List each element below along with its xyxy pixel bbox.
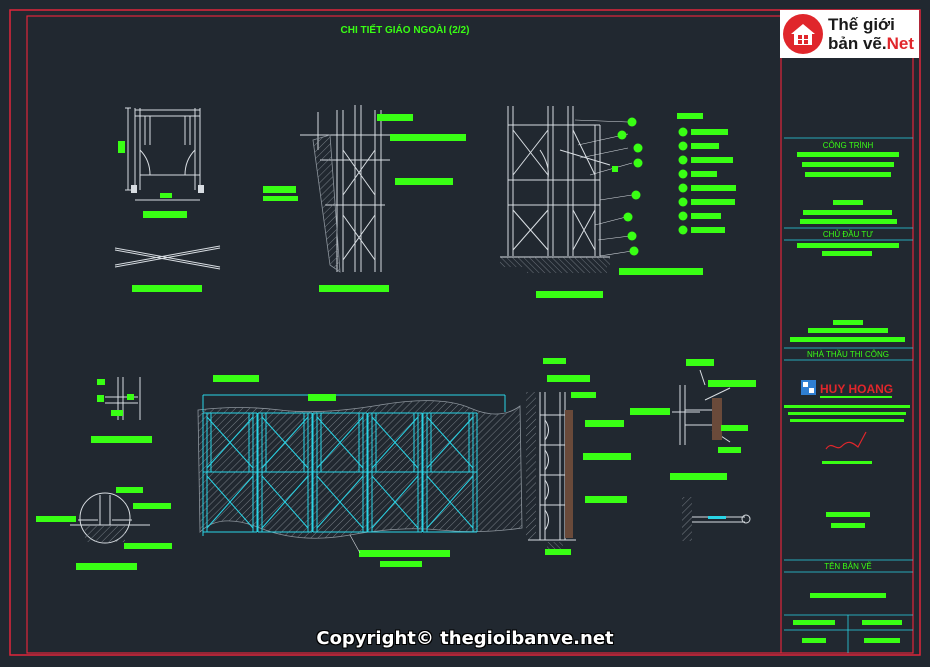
drawing-name-label: TÊN BẢN VẼ [824, 562, 872, 571]
outer-border [9, 9, 921, 656]
net-section [526, 392, 536, 540]
ground-hatch-2 [527, 267, 607, 273]
project-label: CÔNG TRÌNH [823, 141, 874, 150]
base-hatch [85, 526, 125, 542]
scaffold-frames-elevation [202, 412, 478, 536]
detail-side-elevation [300, 105, 390, 272]
logo-line-2-suffix: Net [886, 34, 914, 53]
safety-net-elevation [197, 400, 523, 539]
signature [822, 431, 872, 464]
detail-base-plate [70, 492, 150, 544]
ground-hatch [500, 257, 610, 267]
inner-border [26, 15, 914, 654]
contractor-label: NHÀ THẦU THI CÔNG [807, 349, 889, 359]
copyright-watermark: Copyright© thegioibanve.net [316, 628, 614, 649]
contractor-name: HUY HOANG [820, 382, 893, 396]
wall-section [565, 410, 573, 538]
logo-line-2-prefix: bản vẽ. [828, 34, 887, 53]
owner-label: CHỦ ĐẦU TƯ [823, 229, 873, 239]
numbered-callouts [617, 117, 643, 256]
site-logo: Thế giới bản vẽ.Net [780, 10, 919, 58]
wall-block [712, 398, 722, 440]
callout-leaders [574, 119, 633, 257]
drawing-title: CHI TIẾT GIÁO NGOÀI (2/2) [341, 23, 470, 36]
logo-line-1: Thế giới [828, 15, 895, 34]
safety-net-side [312, 134, 341, 273]
detail-frame [125, 107, 201, 201]
title-block [784, 137, 913, 653]
detail-front-elevation [500, 106, 611, 258]
detail-cross-brace [114, 245, 221, 270]
house-icon [783, 14, 823, 54]
anchor-wall-hatch [682, 497, 692, 541]
title-block-fields [790, 152, 905, 643]
logo-line-2: bản vẽ.Net [828, 34, 914, 53]
contractor-logo: HUY HOANG [784, 380, 910, 422]
legend-list [678, 127, 736, 235]
